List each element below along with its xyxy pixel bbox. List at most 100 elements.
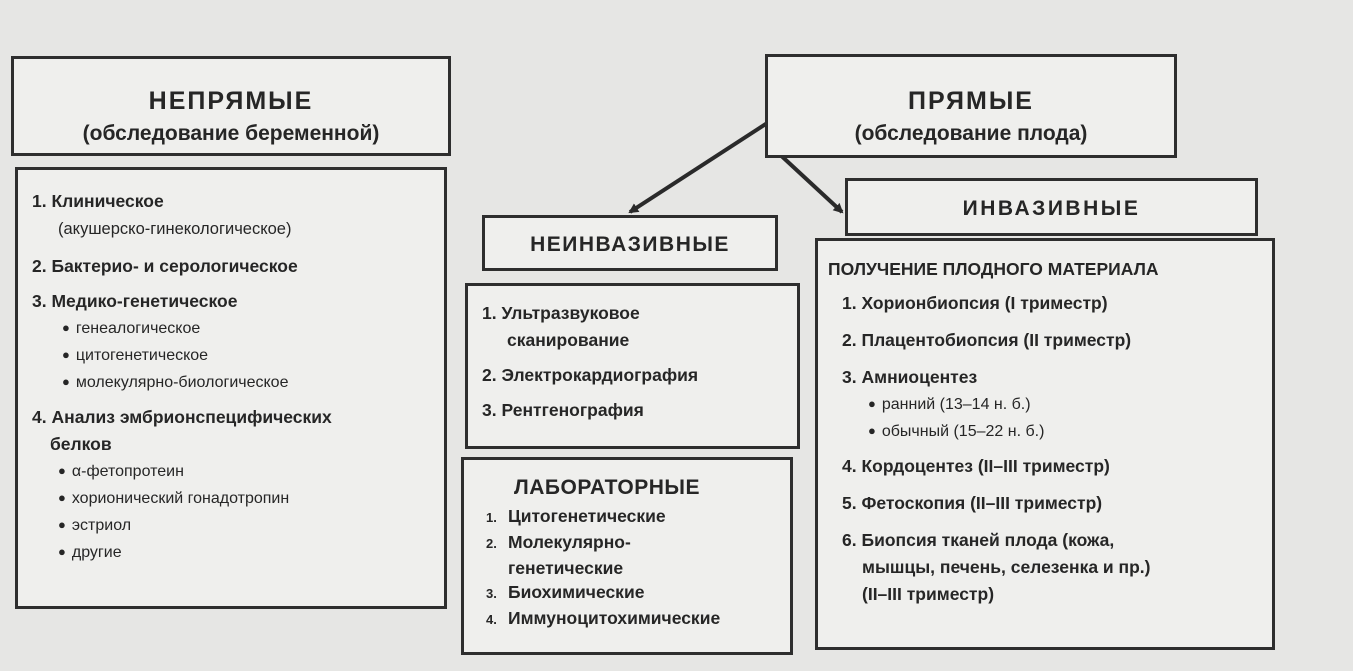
indirect-item-1: 1. Клиническое (акушерско-гинекологическ… — [32, 188, 444, 243]
item-number: 1. — [32, 191, 47, 211]
bullet-icon: ● — [58, 544, 66, 559]
laboratory-box: ЛАБОРАТОРНЫЕ 1. Цитогенетические 2. Молеку… — [461, 457, 793, 655]
noninvasive-list: 1. Ультразвуковое сканирование 2. Электр… — [482, 300, 797, 424]
arrow-to-noninvasive — [628, 116, 777, 214]
sub-item: ● α-фетопротеин — [58, 458, 444, 485]
invasive-item-6: 6. Биопсия тканей плода (кожа, мышцы, пе… — [842, 527, 1272, 608]
invasive-item-2: 2. Плацентобиопсия (II триместр) — [842, 327, 1272, 354]
laboratory-list: 1. Цитогенетические 2. Молекулярно- генети… — [486, 504, 790, 632]
sub-item: ● другие — [58, 539, 444, 566]
item-text: Иммуноцитохимические — [508, 608, 721, 628]
item-number: 1. — [482, 303, 497, 323]
item-text-cont: белков — [50, 434, 112, 454]
sub-item: ● ранний (13–14 н. б.) — [868, 391, 1272, 418]
item-text: Молекулярно- — [508, 532, 631, 552]
item-number: 1. — [486, 510, 497, 525]
noninvasive-item-2: 2. Электрокардиография — [482, 362, 797, 389]
item-text: Электрокардиография — [501, 365, 699, 385]
invasive-list-box: ПОЛУЧЕНИЕ ПЛОДНОГО МАТЕРИАЛА 1. Хорионби… — [815, 238, 1275, 650]
item-text: Хорионбиопсия (I триместр) — [861, 293, 1108, 313]
item-text-cont: генетические — [508, 558, 624, 578]
invasive-item-4: 4. Кордоцентез (II–III триместр) — [842, 453, 1272, 480]
bullet-icon: ● — [58, 517, 66, 532]
invasive-item-5: 5. Фетоскопия (II–III триместр) — [842, 490, 1272, 517]
bullet-icon: ● — [58, 490, 66, 505]
noninvasive-header-box: НЕИНВАЗИВНЫЕ — [482, 215, 778, 271]
direct-title: ПРЯМЫЕ — [908, 87, 1034, 115]
invasive-item-3-sublist: ● ранний (13–14 н. б.) ●обычный (15–22 н.… — [842, 391, 1272, 445]
noninvasive-title: НЕИНВАЗИВНЫЕ — [530, 233, 730, 256]
indirect-item-3-sublist: ● генеалогическое ● цитогенетическое ● моле… — [32, 315, 444, 396]
sub-item: ● цитогенетическое — [62, 342, 444, 369]
item-number: 4. — [486, 612, 497, 627]
item-text-cont: мышцы, печень, селезенка и пр.) — [862, 557, 1151, 577]
item-number: 2. — [482, 365, 497, 385]
sub-item: ● генеалогическое — [62, 315, 444, 342]
item-text: Ультразвуковое — [501, 303, 640, 323]
item-number: 5. — [842, 493, 857, 513]
invasive-title: ИНВАЗИВНЫЕ — [962, 197, 1141, 220]
laboratory-title: ЛАБОРАТОРНЫЕ — [514, 476, 700, 499]
sub-item-text: ранний (13–14 н. б.) — [881, 396, 1031, 413]
item-text: Биохимические — [508, 582, 645, 602]
item-text: Рентгенография — [501, 400, 644, 420]
noninvasive-item-3: 3. Рентгенография — [482, 397, 797, 424]
item-number: 1. — [842, 293, 857, 313]
indirect-subtitle: (обследование беременной) — [82, 122, 380, 145]
item-text: Медико-генетическое — [51, 291, 238, 311]
noninvasive-item-1: 1. Ультразвуковое сканирование — [482, 300, 797, 354]
invasive-header-box: ИНВАЗИВНЫЕ — [845, 178, 1258, 236]
bullet-icon: ● — [868, 396, 876, 411]
indirect-list-box: 1. Клиническое (акушерско-гинекологическ… — [15, 167, 447, 609]
item-number: 3. — [486, 586, 497, 601]
item-text: Кордоцентез (II–III триместр) — [861, 456, 1110, 476]
item-number: 6. — [842, 530, 857, 550]
item-text-cont: (акушерско-гинекологическое) — [58, 220, 292, 238]
bullet-icon: ● — [58, 463, 66, 478]
indirect-header-box: НЕПРЯМЫЕ (обследование беременной) — [11, 56, 451, 156]
noninvasive-list-box: 1. Ультразвуковое сканирование 2. Электр… — [465, 283, 800, 449]
laboratory-item-2: 2. Молекулярно- генетические — [486, 530, 790, 580]
indirect-item-4: 4. Анализ эмбрионспецифических белков ●α… — [32, 404, 444, 566]
item-number: 3. — [32, 291, 47, 311]
sub-item-text: хорионический гонадотропин — [71, 490, 290, 507]
sub-item-text: генеалогическое — [75, 320, 201, 337]
sub-item: ● хорионический гонадотропин — [58, 485, 444, 512]
indirect-item-3: 3. Медико-генетическое ● генеалогическое … — [32, 288, 444, 396]
indirect-item-4-sublist: ● α-фетопротеин ● хорионический гонадотроп… — [32, 458, 444, 566]
laboratory-item-3: 3. Биохимические — [486, 580, 790, 606]
item-text: Клиническое — [51, 191, 164, 211]
sub-item: ●обычный (15–22 н. б.) — [868, 418, 1272, 445]
sub-item: ●эстриол — [58, 512, 444, 539]
bullet-icon: ● — [62, 320, 70, 335]
bullet-icon: ● — [62, 347, 70, 362]
item-text: Амниоцентез — [861, 367, 978, 387]
item-number: 2. — [486, 536, 497, 551]
item-text-cont: (II–III триместр) — [862, 584, 995, 604]
direct-subtitle: (обследование плода) — [854, 122, 1088, 145]
item-number: 4. — [842, 456, 857, 476]
sub-item-text: молекулярно-биологическое — [75, 374, 289, 391]
sub-item-text: обычный (15–22 н. б.) — [881, 423, 1045, 440]
item-text-cont: сканирование — [507, 330, 630, 350]
laboratory-item-1: 1. Цитогенетические — [486, 504, 790, 530]
sub-item-text: цитогенетическое — [75, 347, 209, 364]
arrow-to-invasive — [773, 148, 844, 214]
invasive-list: 1. Хорионбиопсия (I триместр) 2. Плацент… — [828, 290, 1272, 608]
item-text: Фетоскопия (II–III триместр) — [861, 493, 1103, 513]
sub-item-text: другие — [71, 544, 122, 561]
indirect-title: НЕПРЯМЫЕ — [148, 87, 314, 115]
bullet-icon: ● — [62, 374, 70, 389]
sub-item: ● молекулярно-биологическое — [62, 369, 444, 396]
item-text: Цитогенетические — [508, 506, 666, 526]
sub-item-text: α-фетопротеин — [71, 463, 184, 480]
indirect-item-2: 2. Бактерио- и серологическое — [32, 253, 444, 280]
item-text: Плацентобиопсия (II триместр) — [861, 330, 1132, 350]
invasive-heading: ПОЛУЧЕНИЕ ПЛОДНОГО МАТЕРИАЛА — [828, 259, 1159, 279]
indirect-list: 1. Клиническое (акушерско-гинекологическ… — [32, 188, 444, 566]
item-number: 3. — [842, 367, 857, 387]
item-number: 3. — [482, 400, 497, 420]
invasive-item-3: 3. Амниоцентез ● ранний (13–14 н. б.) ●об… — [842, 364, 1272, 445]
item-number: 4. — [32, 407, 47, 427]
